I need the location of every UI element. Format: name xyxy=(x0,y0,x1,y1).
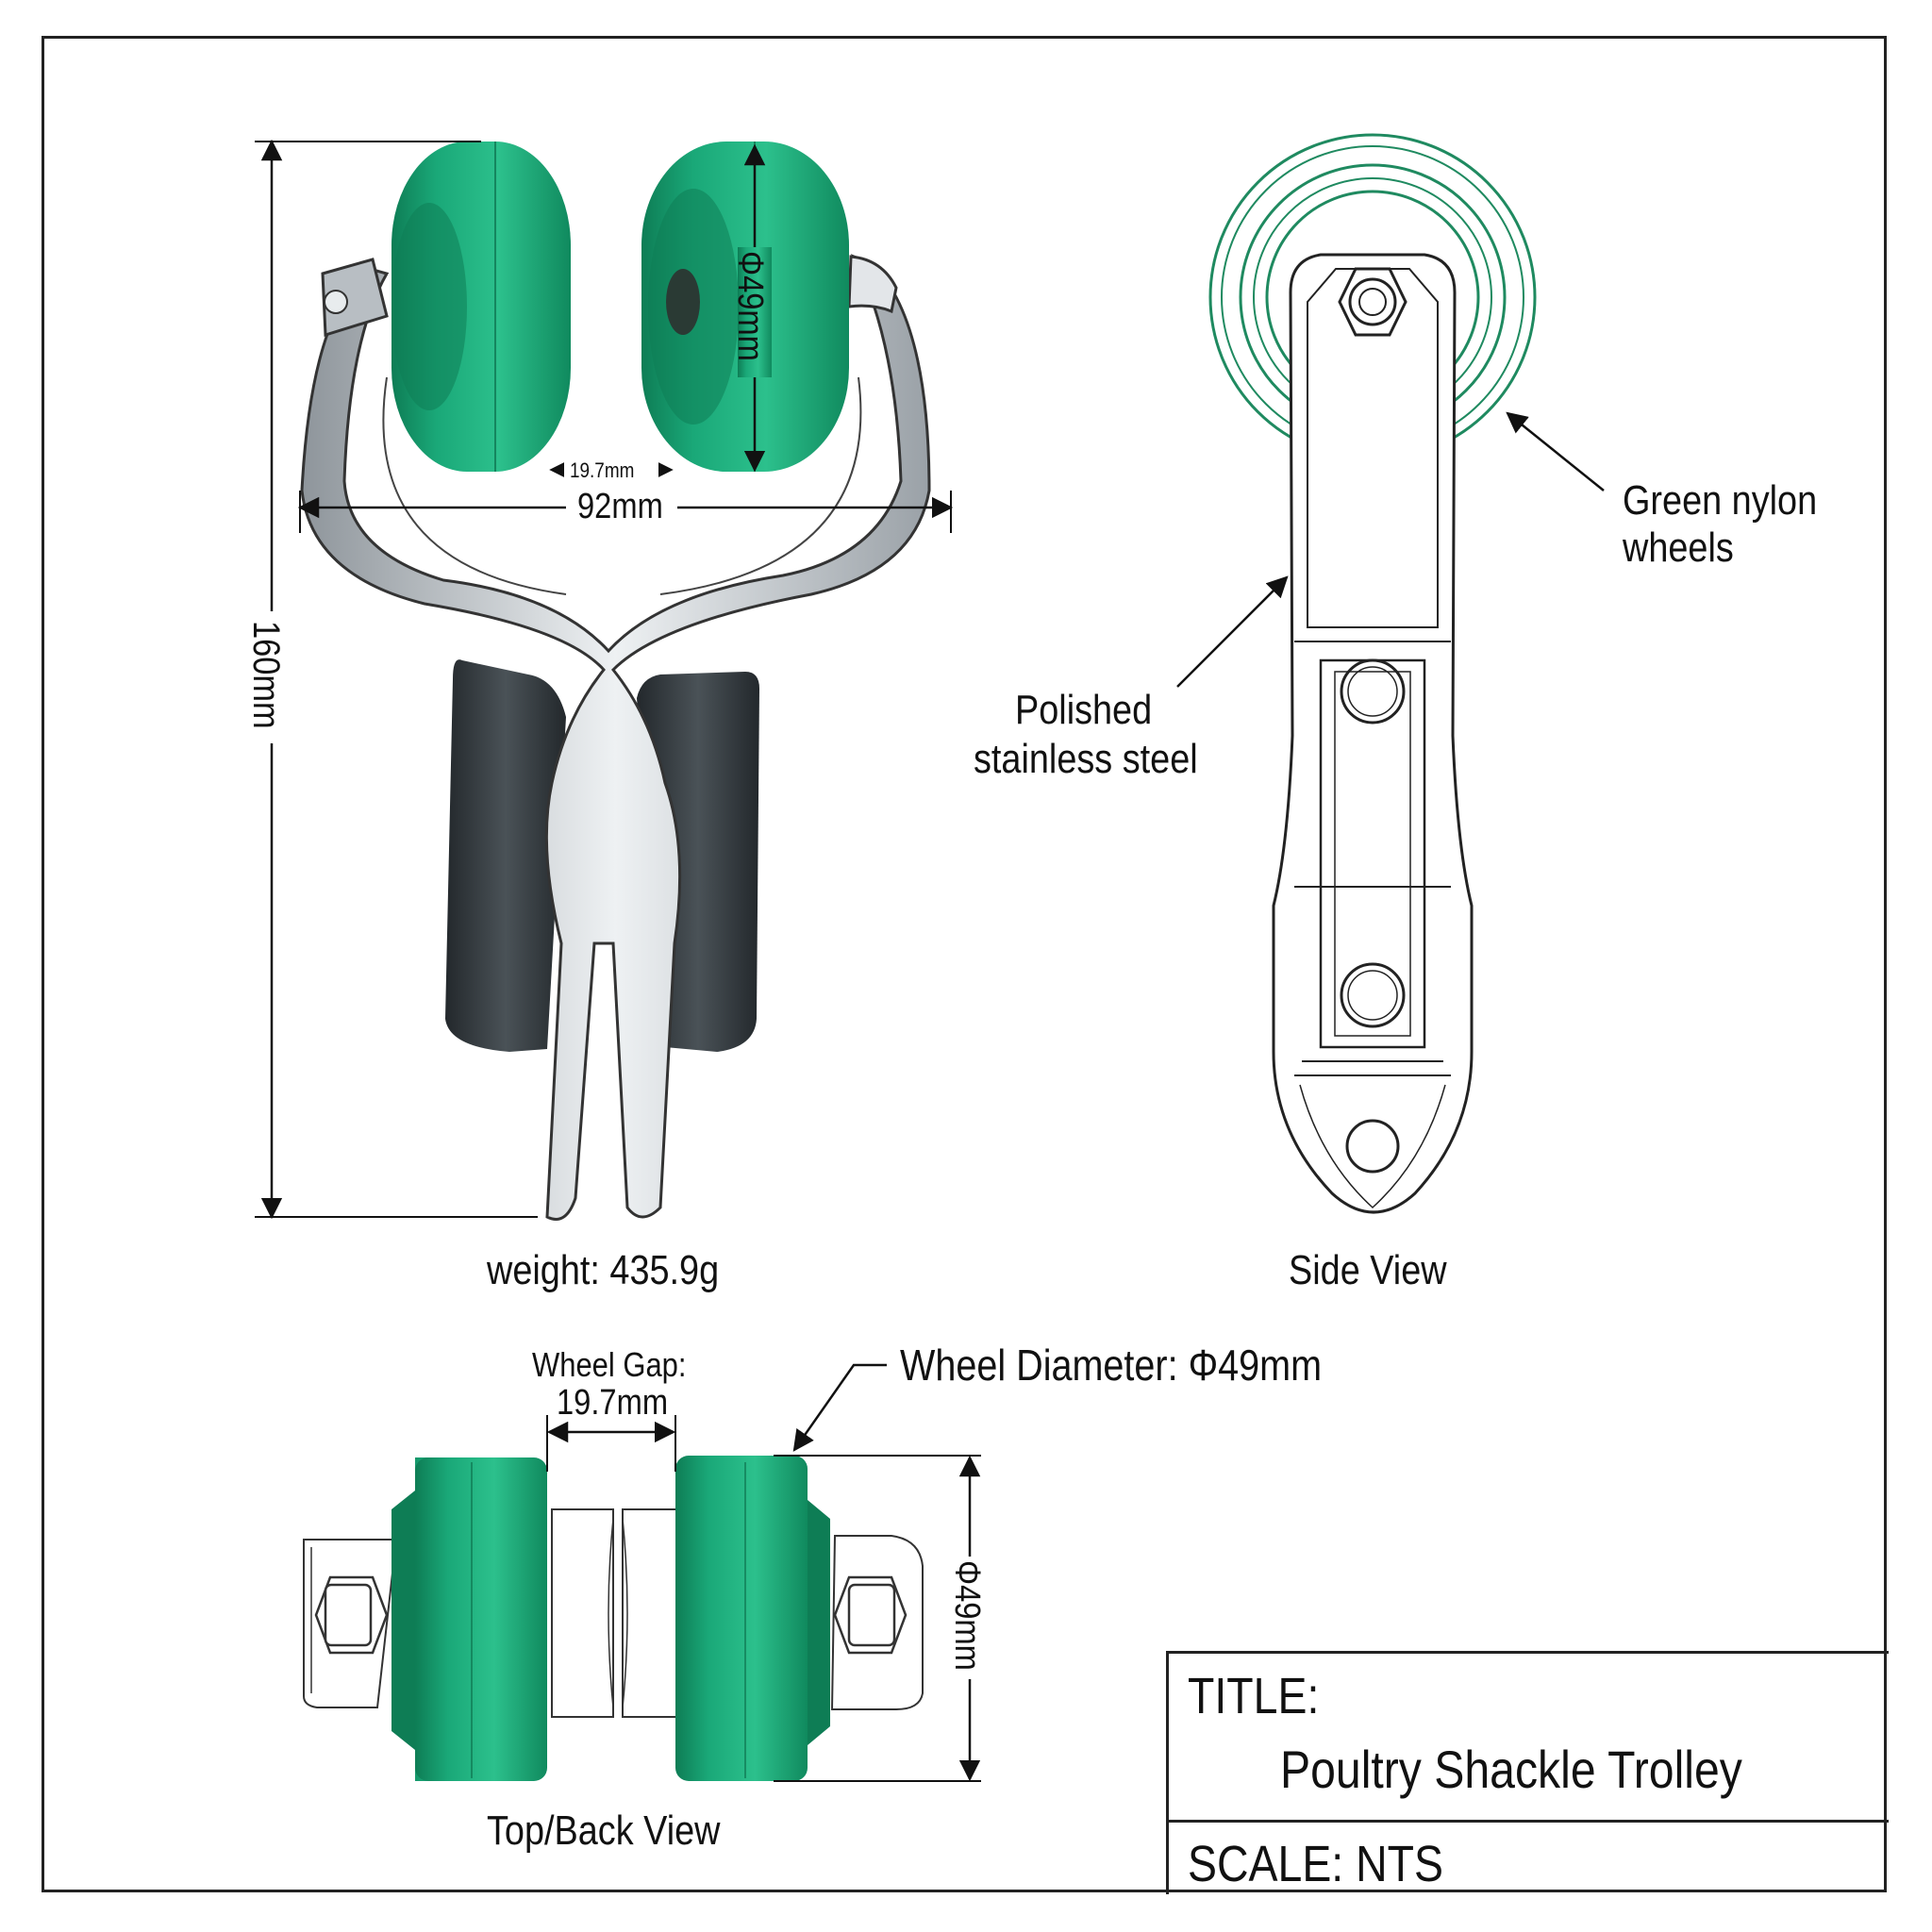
front-left-wheel xyxy=(391,142,571,472)
wheel-gap-caption-line1: Wheel Gap: xyxy=(532,1345,687,1384)
right-tab xyxy=(847,255,898,314)
top-right-nut xyxy=(833,1575,908,1655)
shackle-inner-curve xyxy=(382,376,567,595)
side-nut xyxy=(1338,267,1407,337)
callout-steel-line2: stainless steel xyxy=(974,736,1198,782)
title-block-divider xyxy=(1169,1820,1889,1823)
wheel-gap-caption-line2: 19.7mm xyxy=(557,1383,669,1423)
title-label: TITLE: xyxy=(1188,1668,1320,1724)
callout-wheels-line1: Green nylon xyxy=(1623,477,1818,524)
shackle-frame xyxy=(300,254,931,1221)
scale-label: SCALE: NTS xyxy=(1188,1836,1443,1892)
wheel-diameter-label-front: Φ49mm xyxy=(730,251,770,361)
drawing-border xyxy=(42,36,1887,1892)
top-right-wheel xyxy=(675,1456,830,1781)
shackle-inner-curve-right xyxy=(659,376,862,595)
wheel-diameter-label-top: Φ49mm xyxy=(947,1560,987,1671)
top-view-label: Top/Back View xyxy=(487,1807,721,1854)
callout-steel-line1: Polished xyxy=(1015,687,1153,733)
title-block: TITLE: Poultry Shackle Trolley SCALE: NT… xyxy=(1166,1651,1889,1894)
top-left-wheel xyxy=(391,1457,547,1781)
weight-label: weight: 435.9g xyxy=(487,1247,720,1293)
top-left-nut xyxy=(314,1575,389,1655)
side-view-drawing xyxy=(1176,133,1605,1214)
width-dimension-label: 92mm xyxy=(577,487,663,526)
callout-wheels-line2: wheels xyxy=(1623,525,1734,571)
front-view-shackle xyxy=(255,139,954,1221)
side-body xyxy=(1272,253,1474,1214)
top-view-drawing xyxy=(303,1363,987,1782)
height-dimension-label: 160mm xyxy=(245,621,287,729)
left-grip xyxy=(445,659,566,1052)
axle-bolt xyxy=(321,258,389,338)
drawing-title: Poultry Shackle Trolley xyxy=(1280,1740,1742,1799)
gap-dimension-label: 19.7mm xyxy=(570,458,635,482)
wheel-diameter-callout: Wheel Diameter: Φ49mm xyxy=(900,1341,1323,1390)
side-view-label: Side View xyxy=(1289,1247,1447,1293)
